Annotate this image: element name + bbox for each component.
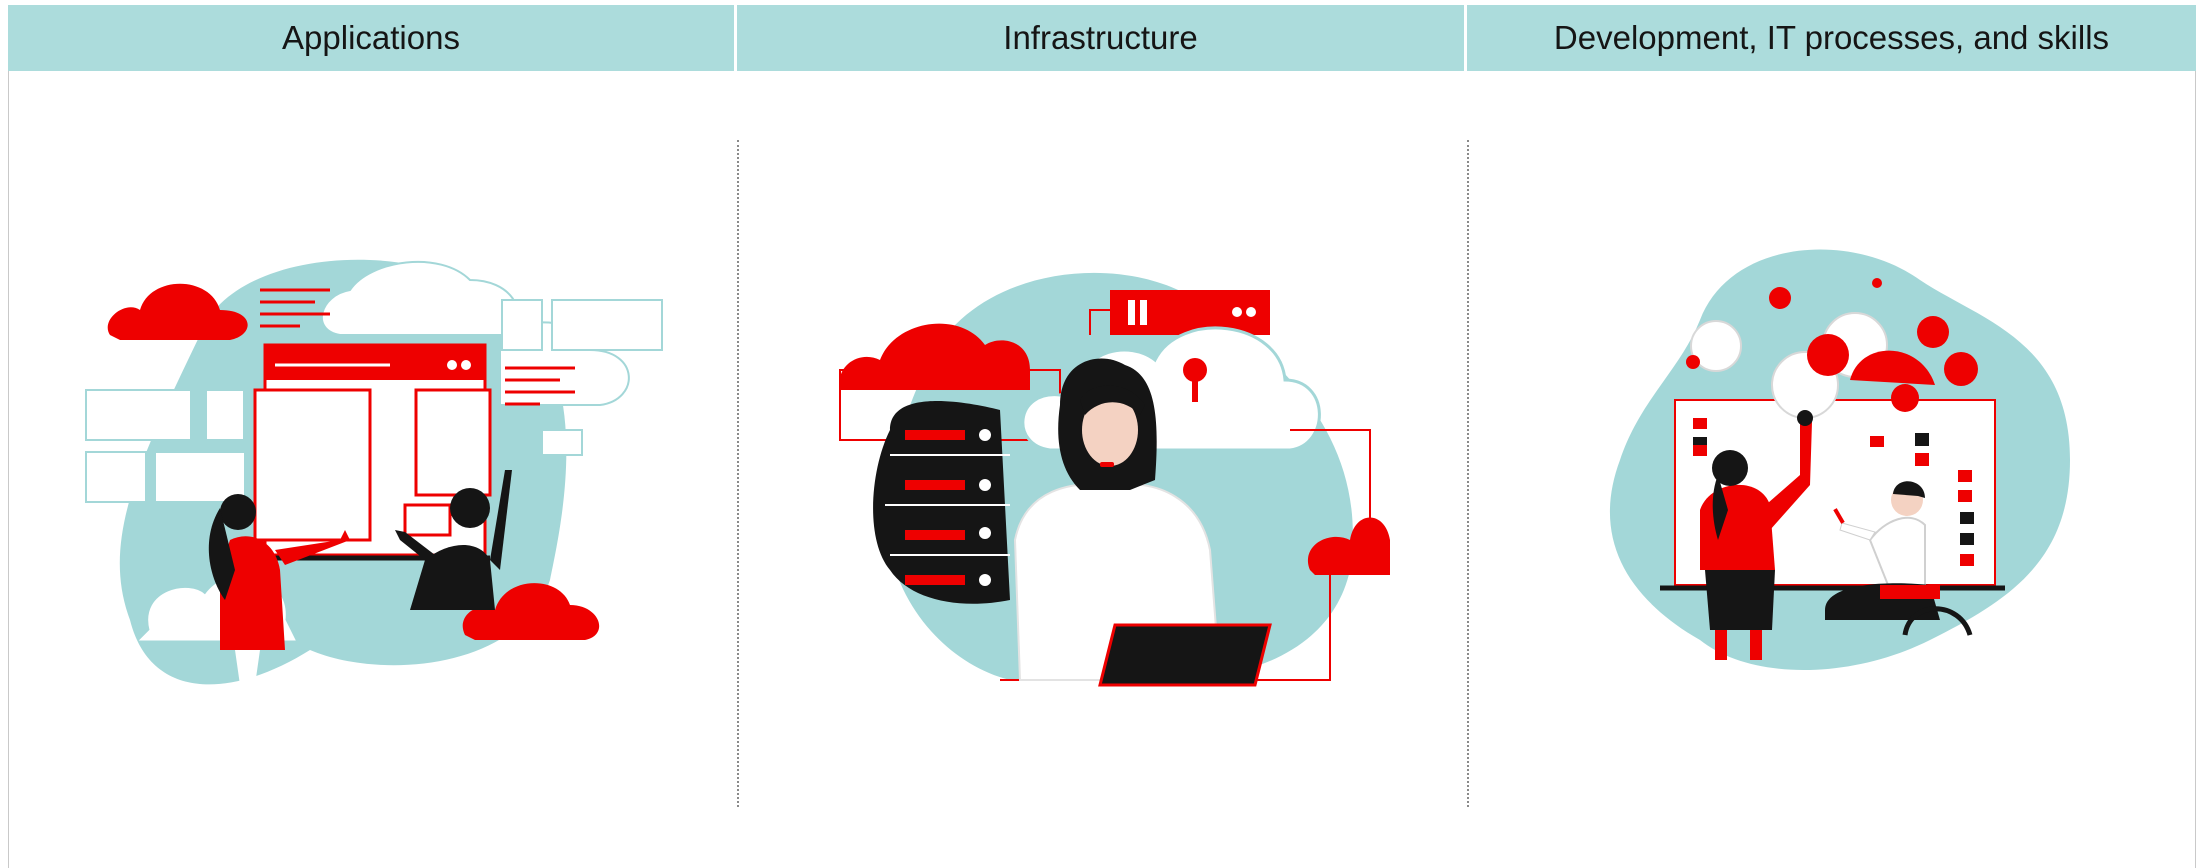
table-frame <box>8 5 2196 868</box>
column-header-infrastructure: Infrastructure <box>737 5 1467 71</box>
column-divider-1 <box>737 140 739 807</box>
column-divider-2 <box>1467 140 1469 807</box>
header-row: Applications Infrastructure Development,… <box>8 5 2196 71</box>
column-header-development: Development, IT processes, and skills <box>1467 5 2196 71</box>
development-illustration-icon <box>1550 240 2150 700</box>
column-header-applications: Applications <box>8 5 737 71</box>
infrastructure-illustration-icon <box>810 240 1410 700</box>
applications-illustration-icon <box>80 240 680 700</box>
